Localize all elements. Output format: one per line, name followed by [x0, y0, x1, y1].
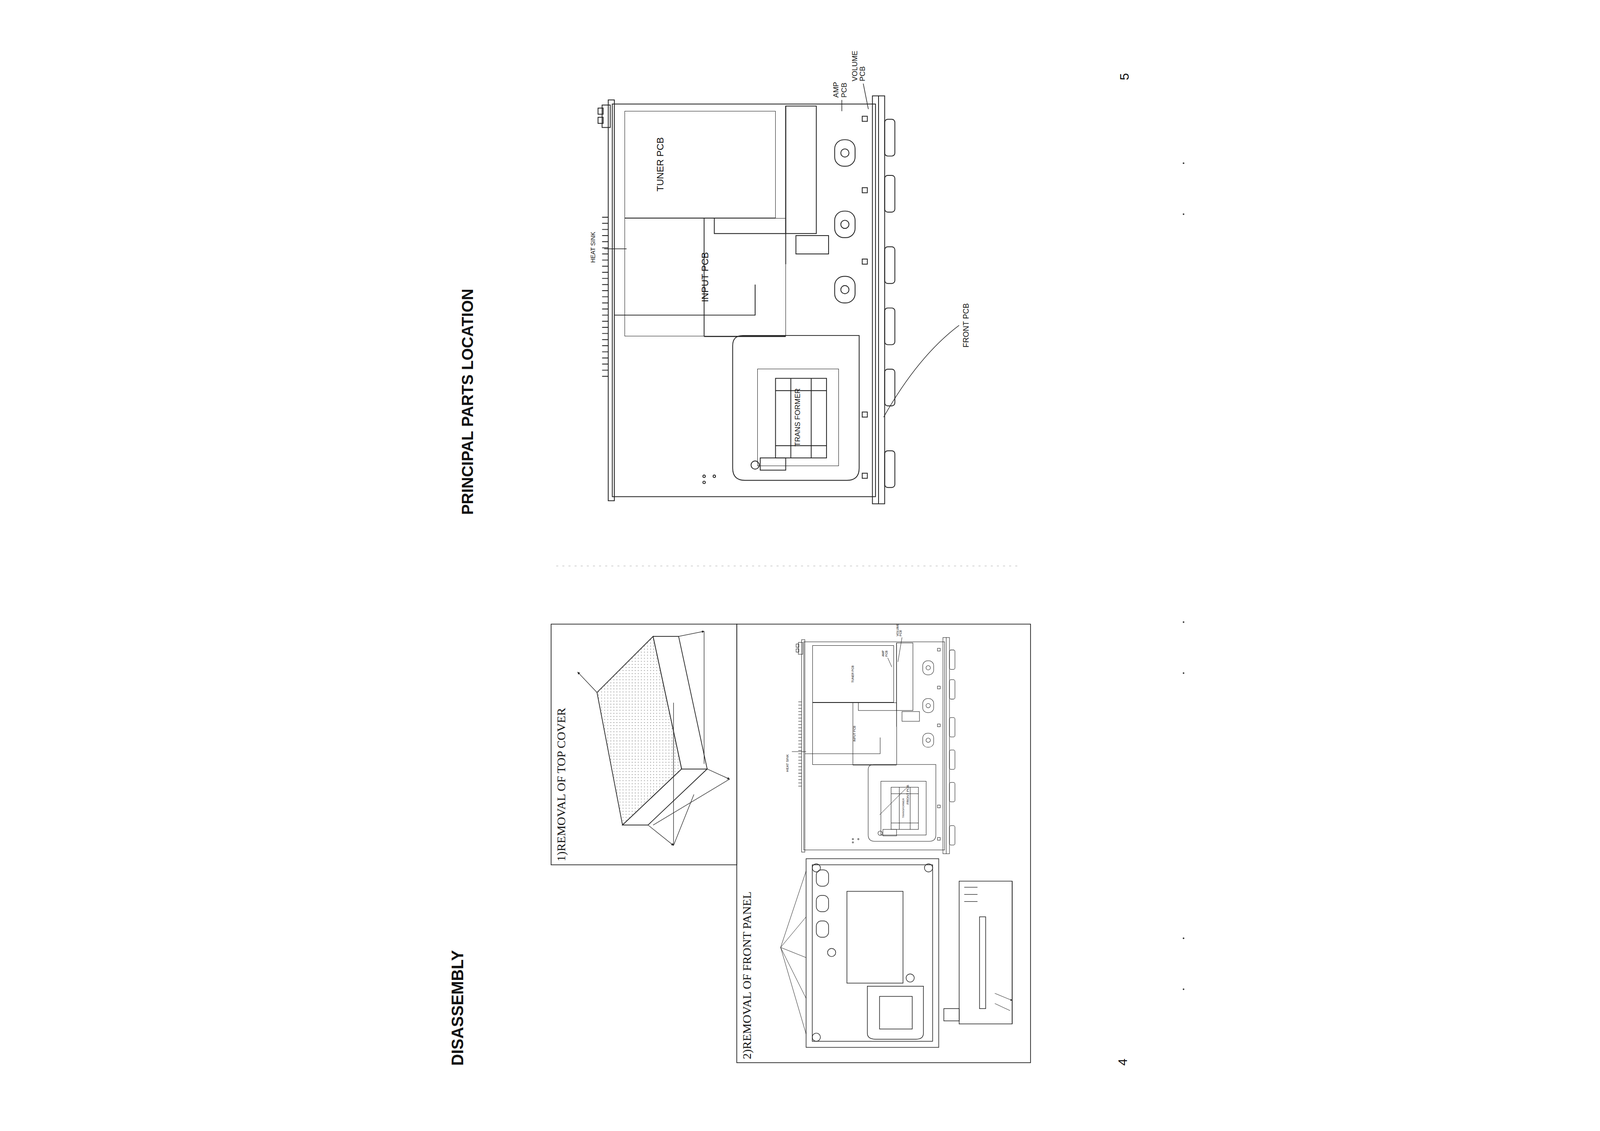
pcb-outline: TUNER PCB: [812, 645, 894, 703]
node-text: 2)REMOVAL OF FRONT PANEL: [740, 891, 754, 1060]
node-text: TRANS FORMER: [793, 388, 803, 447]
part-label: FRONT PCB: [962, 303, 971, 348]
node-text: INPUT PCB: [852, 725, 857, 742]
section-heading: PRINCIPAL PARTS LOCATION: [459, 289, 477, 516]
part-label: VOLUME PCB: [851, 50, 868, 82]
page-number: 5: [1117, 72, 1132, 81]
pcb-outline: TUNER PCB: [624, 110, 776, 219]
node-text: TRANSFORMER: [902, 798, 906, 818]
pcb-outline: INPUT PCB: [624, 218, 786, 337]
part-label: FRONT PCB: [906, 785, 911, 805]
part-label: AMP PCB: [881, 650, 888, 657]
part-label: VOLUME PCB: [896, 623, 903, 637]
part-label: HEAT SINK: [785, 754, 790, 773]
panel-frame: 1)REMOVAL OF TOP COVER: [551, 624, 737, 865]
part-label: HEAT SINK: [589, 231, 597, 263]
page-number: 4: [1115, 1058, 1130, 1066]
section-heading: DISASSEMBLY: [449, 950, 468, 1066]
transformer-box: TRANSFORMER: [880, 781, 927, 836]
panel-frame: 2)REMOVAL OF FRONT PANEL TUNER PCB INPUT P…: [736, 624, 1031, 1063]
node-text: INPUT PCB: [699, 252, 711, 303]
node-text: TUNER PCB: [851, 665, 855, 683]
transformer-box: TRANS FORMER: [757, 368, 839, 466]
part-label: AMP PCB: [832, 81, 849, 98]
node-text: TUNER PCB: [654, 137, 666, 192]
pcb-outline: INPUT PCB: [812, 702, 897, 765]
node-text: 1)REMOVAL OF TOP COVER: [554, 707, 569, 862]
